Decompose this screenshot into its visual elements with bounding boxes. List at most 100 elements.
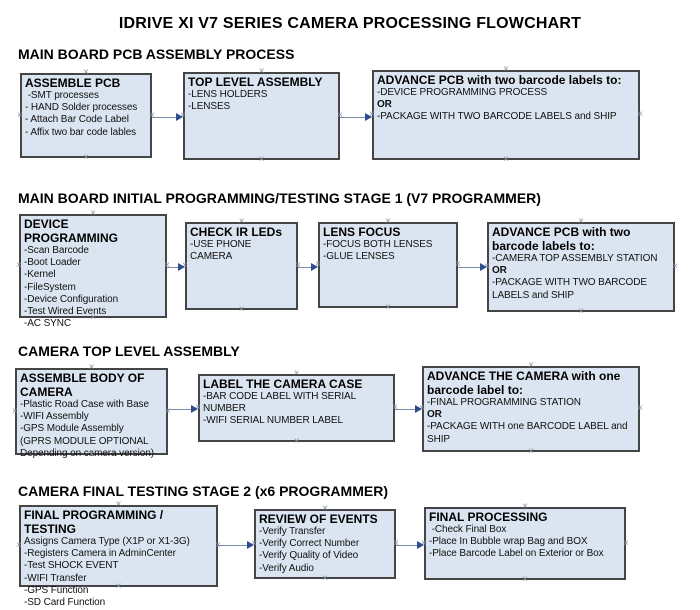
arrowhead-icon xyxy=(480,263,487,271)
flow-node-title: ASSEMBLE PCB xyxy=(25,76,121,90)
connection-point-icon: × xyxy=(578,306,584,317)
connector-line xyxy=(340,117,367,118)
flow-node-line: -Check Final Box xyxy=(429,524,507,535)
flow-node-title: FINAL PROGRAMMING / TESTING xyxy=(24,508,164,536)
connection-point-icon: × xyxy=(258,154,265,165)
flow-node-line: -USE PHONE CAMERA xyxy=(190,239,254,263)
connector-arrow xyxy=(218,541,254,550)
connection-point-icon: × xyxy=(672,261,678,272)
connector-line xyxy=(395,409,417,410)
flow-node-line: - HAND Solder processes xyxy=(25,102,138,114)
flow-node-line: -Verify Transfer xyxy=(259,526,326,537)
flow-node-line: -FOCUS BOTH LENSES xyxy=(323,239,433,250)
flow-node-line: -Device Configuration xyxy=(24,293,119,305)
flow-node-line: -DEVICE PROGRAMMING PROCESS xyxy=(377,87,548,98)
flow-node: LENS FOCUS-FOCUS BOTH LENSES-GLUE LENSES… xyxy=(315,217,461,313)
flow-node-line: -GPS Module Assembly xyxy=(20,423,124,435)
flow-node-line: -FINAL PROGRAMMING STATION xyxy=(427,397,581,408)
section-heading: MAIN BOARD PCB ASSEMBLY PROCESS xyxy=(18,46,295,62)
flow-node-line: -Place In Bubble wrap Bag and BOX xyxy=(429,536,588,548)
flow-node-line: -PACKAGE WITH TWO BARCODE LABELS and SHI… xyxy=(377,111,617,123)
flow-node: FINAL PROCESSING -Check Final Box-Place … xyxy=(421,502,629,585)
connection-point-icon: × xyxy=(522,574,528,585)
flow-node-line: -FileSystem xyxy=(24,281,76,293)
connection-point-icon: × xyxy=(623,537,629,549)
connector-line xyxy=(396,545,419,546)
flow-node: ADVANCE PCB with two barcode labels to:-… xyxy=(484,217,678,317)
connection-point-icon: × xyxy=(16,260,22,271)
connection-point-icon: × xyxy=(238,304,245,315)
connector-arrow xyxy=(298,263,318,272)
arrowhead-icon xyxy=(365,113,372,121)
arrowhead-icon xyxy=(415,405,422,413)
flow-node-line: (GPRS MODULE OPTIONAL xyxy=(20,435,149,447)
flow-node-line: -GPS Function xyxy=(24,584,89,596)
flow-node-line: -PACKAGE WITH one BARCODE LABEL and SHIP xyxy=(427,421,631,445)
flow-node-title: CHECK IR LEDs xyxy=(190,225,283,239)
flow-node-line: -Verify Correct Number xyxy=(259,538,360,550)
flow-node-line: - Affix two bar code lables xyxy=(25,126,137,138)
flow-node-line: -Registers Camera in AdminCenter xyxy=(24,548,176,560)
flow-node-line: -SD Card Function xyxy=(24,597,106,609)
flow-node-title: LABEL THE CAMERA CASE xyxy=(203,377,363,391)
connection-point-icon: × xyxy=(385,302,391,313)
connection-point-icon: × xyxy=(503,154,509,165)
flow-node-line: - Attach Bar Code Label xyxy=(25,114,129,126)
connector-line xyxy=(168,409,193,410)
connector-line xyxy=(458,267,482,268)
flow-node: DEVICE PROGRAMMING-Scan Barcode-Boot Loa… xyxy=(16,209,170,330)
connector-line xyxy=(218,545,249,546)
connection-point-icon: × xyxy=(637,403,643,414)
flow-node-line: -Test SHOCK EVENT xyxy=(24,560,119,572)
flow-node-line: -LENSES xyxy=(188,101,231,113)
connector-arrow xyxy=(168,405,198,414)
flow-node-title: REVIEW OF EVENTS xyxy=(259,512,378,526)
flow-node-line: -WIFI Transfer xyxy=(24,572,87,584)
flow-node-line: -Verify Audio xyxy=(259,562,314,574)
connector-line xyxy=(298,267,313,268)
flow-node-line: -SMT processes xyxy=(25,90,99,101)
flow-node: ASSEMBLE BODY OF CAMERA-Plastic Road Cas… xyxy=(12,363,171,460)
flow-node: TOP LEVEL ASSEMBLY-LENS HOLDERS-LENSES××… xyxy=(180,67,343,165)
flow-node-title: TOP LEVEL ASSEMBLY xyxy=(188,75,323,89)
flow-node-line: -GLUE LENSES xyxy=(323,251,395,263)
flow-node-line: -Kernel xyxy=(24,269,56,281)
connector-arrow xyxy=(340,113,372,122)
flow-node-line: -Verify Quality of Video xyxy=(259,550,359,562)
flow-node-title: DEVICE PROGRAMMING xyxy=(24,217,118,245)
connection-point-icon: × xyxy=(293,436,300,447)
flow-node: CHECK IR LEDs-USE PHONE CAMERA×××× xyxy=(182,217,301,315)
flow-node-line: -LENS HOLDERS xyxy=(188,89,268,100)
flow-node-line: -Place Barcode Label on Exterior or Box xyxy=(429,548,604,560)
flow-node-title: ADVANCE THE CAMERA with one barcode labe… xyxy=(427,369,621,397)
flow-node: ADVANCE THE CAMERA with one barcode labe… xyxy=(419,361,643,457)
arrowhead-icon xyxy=(176,113,183,121)
connector-arrow xyxy=(395,405,422,414)
flow-node-title: FINAL PROCESSING xyxy=(429,510,548,524)
flow-node-line: -BAR CODE LABEL WITH SERIAL NUMBER xyxy=(203,391,359,415)
connector-line xyxy=(152,117,178,118)
flow-node: ASSEMBLE PCB -SMT processes- HAND Solder… xyxy=(17,68,155,163)
flow-node-line: -CAMERA TOP ASSEMBLY STATION xyxy=(492,253,658,264)
flow-node-line: -Boot Loader xyxy=(24,257,81,269)
flow-node-title: LENS FOCUS xyxy=(323,225,401,239)
flow-node-line: OR xyxy=(492,265,507,277)
arrowhead-icon xyxy=(191,405,198,413)
connection-point-icon: × xyxy=(637,109,643,120)
arrowhead-icon xyxy=(178,263,185,271)
arrowhead-icon xyxy=(311,263,318,271)
arrowhead-icon xyxy=(247,541,254,549)
flow-node: REVIEW OF EVENTS-Verify Transfer-Verify … xyxy=(251,504,399,584)
connection-point-icon: × xyxy=(83,152,89,163)
flow-node-line: -Plastic Road Case with Base xyxy=(20,399,149,410)
connector-line xyxy=(167,267,180,268)
connector-arrow xyxy=(458,263,487,272)
connector-arrow xyxy=(396,541,424,550)
connection-point-icon: × xyxy=(12,405,18,417)
flow-node-line: -Scan Barcode xyxy=(24,245,89,256)
section-heading: CAMERA FINAL TESTING STAGE 2 (x6 PROGRAM… xyxy=(18,483,388,499)
flow-node-line: Assigns Camera Type (X1P or X1-3G) xyxy=(24,536,190,547)
flow-node-line: Depending on camera version) xyxy=(20,447,154,459)
flow-node-line: -Test Wired Events xyxy=(24,306,107,318)
flow-node-title: ADVANCE PCB with two barcode labels to: xyxy=(492,225,631,253)
